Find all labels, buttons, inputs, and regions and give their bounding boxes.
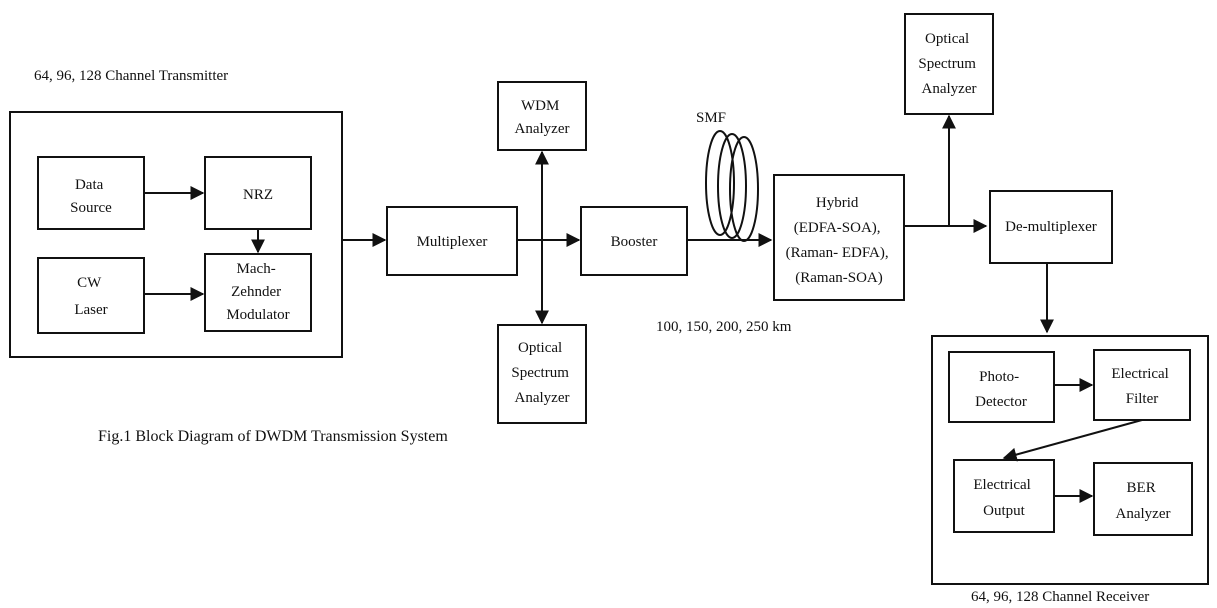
- demultiplexer-label: De-multiplexer: [1005, 219, 1097, 235]
- wdm-analyzer-label: WDM Analyzer: [515, 98, 570, 137]
- electrical-filter-block: Electrical Filter: [1093, 349, 1191, 421]
- cw-laser-block: CW Laser: [37, 257, 145, 334]
- data-source-block: Data Source: [37, 156, 145, 230]
- optical-spectrum-analyzer-mid-block: Optical Spectrum Analyzer: [497, 324, 587, 424]
- photodetector-label: Photo- Detector: [975, 369, 1027, 410]
- mach-zehnder-modulator-label: Mach- Zehnder Modulator: [226, 261, 289, 323]
- multiplexer-label: Multiplexer: [417, 234, 488, 250]
- cw-laser-label: CW Laser: [74, 275, 107, 318]
- optical-spectrum-analyzer-top-block: Optical Spectrum Analyzer: [904, 13, 994, 115]
- booster-label: Booster: [611, 234, 658, 250]
- data-source-label: Data Source: [70, 177, 112, 216]
- electrical-filter-label: Electrical Filter: [1111, 366, 1172, 407]
- photodetector-block: Photo- Detector: [948, 351, 1055, 423]
- hybrid-amplifier-block: Hybrid (EDFA-SOA), (Raman- EDFA), (Raman…: [773, 174, 905, 301]
- demultiplexer-block: De-multiplexer: [989, 190, 1113, 264]
- transmitter-title: 64, 96, 128 Channel Transmitter: [34, 68, 228, 84]
- electrical-output-block: Electrical Output: [953, 459, 1055, 533]
- wdm-analyzer-block: WDM Analyzer: [497, 81, 587, 151]
- multiplexer-block: Multiplexer: [386, 206, 518, 276]
- transmitter-frame: [9, 111, 343, 358]
- booster-block: Booster: [580, 206, 688, 276]
- ber-analyzer-label: BER Analyzer: [1116, 480, 1171, 522]
- optical-spectrum-analyzer-top-label: Optical Spectrum Analyzer: [918, 31, 979, 97]
- optical-spectrum-analyzer-mid-label: Optical Spectrum Analyzer: [511, 340, 572, 406]
- smf-fiber-coil: [705, 130, 759, 242]
- hybrid-amplifier-label: Hybrid (EDFA-SOA), (Raman- EDFA), (Raman…: [786, 195, 893, 286]
- figure-caption: Fig.1 Block Diagram of DWDM Transmission…: [98, 428, 448, 445]
- nrz-label: NRZ: [243, 187, 273, 203]
- nrz-block: NRZ: [204, 156, 312, 230]
- distances-label: 100, 150, 200, 250 km: [656, 319, 792, 335]
- arrow-filter-to-output: [1002, 419, 1143, 462]
- smf-label: SMF: [696, 110, 726, 126]
- ber-analyzer-block: BER Analyzer: [1093, 462, 1193, 536]
- mach-zehnder-modulator-block: Mach- Zehnder Modulator: [204, 253, 312, 332]
- receiver-frame: [931, 335, 1209, 585]
- receiver-title: 64, 96, 128 Channel Receiver: [971, 589, 1149, 605]
- electrical-output-label: Electrical Output: [973, 477, 1034, 519]
